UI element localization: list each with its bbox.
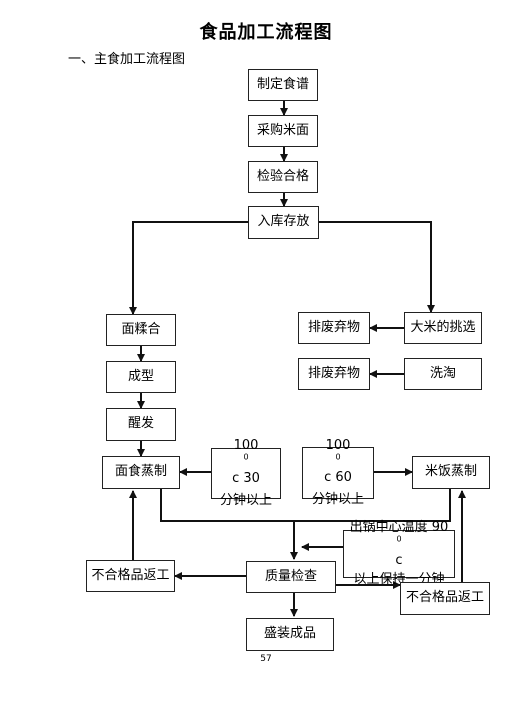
quality-check-box: 质量检查 <box>246 561 336 593</box>
recipe-box: 制定食谱 <box>248 69 318 101</box>
proofing-box: 醒发 <box>106 408 176 441</box>
discard-box-1: 排废弃物 <box>298 312 370 344</box>
packaging-box: 盛装成品 <box>246 618 334 651</box>
steam-pastry-box: 面食蒸制 <box>102 456 180 489</box>
reject-right-box: 不合格品返工 <box>400 582 490 615</box>
page-number: 57 <box>260 654 272 664</box>
inspect-box: 检验合格 <box>248 161 318 193</box>
arrow-storage-to-dough <box>129 221 248 315</box>
wash-box: 洗淘 <box>404 358 482 390</box>
shaping-box: 成型 <box>106 361 176 393</box>
section-heading: 一、主食加工流程图 <box>68 52 186 67</box>
purchase-box: 采购米面 <box>248 115 318 147</box>
line-rice-to-quality <box>294 489 451 522</box>
page-title: 食品加工流程图 <box>199 22 333 43</box>
storage-box: 入库存放 <box>248 206 319 239</box>
dough-box: 面糅合 <box>106 314 176 346</box>
steam-rice-box: 米饭蒸制 <box>412 456 490 489</box>
line-pastry-to-quality <box>160 489 294 522</box>
rice-selection-box: 大米的挑选 <box>404 312 482 344</box>
reject-left-box: 不合格品返工 <box>86 560 175 592</box>
discard-box-2: 排废弃物 <box>298 358 370 390</box>
arrow-storage-to-rice <box>319 221 435 313</box>
